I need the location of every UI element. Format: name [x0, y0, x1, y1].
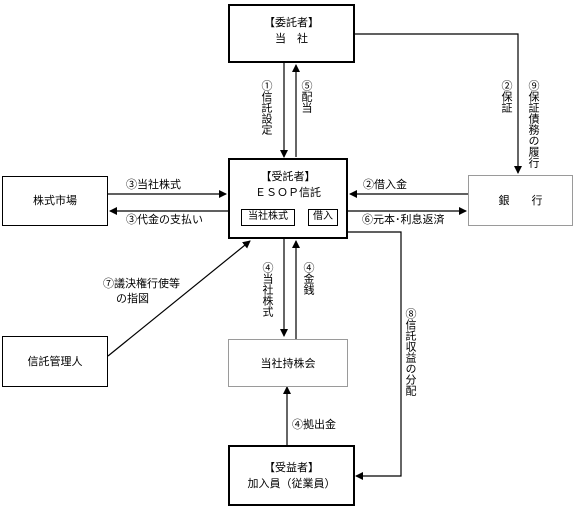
trustor-title: 【委託者】: [264, 16, 319, 29]
payment-label: ③代金の支払い: [126, 213, 203, 226]
arrow-profit-distribution: [348, 231, 402, 480]
beneficiary-title: 【受益者】: [264, 461, 319, 474]
bank-box: 銀 行: [468, 175, 573, 226]
market-shares-label: ③当社株式: [126, 178, 181, 191]
trust-manager-box: 信託管理人: [2, 336, 108, 387]
shares-to-assoc-label: ④当社株式: [261, 262, 274, 317]
stock-market-box: 株式市場: [2, 176, 108, 226]
trustee-name: ＥＳＯＰ信託: [255, 186, 321, 199]
trustee-title: 【受託者】: [260, 170, 316, 183]
arrow-voting-instruction: [107, 240, 251, 357]
guarantee-label: ②保証: [500, 80, 513, 113]
holding-association-box: 当社持株会: [228, 339, 348, 387]
trustor-box: 【委託者】 当 社: [228, 4, 355, 63]
trustor-name: 当 社: [275, 32, 308, 45]
beneficiary-box: 【受益者】 加入員（従業員）: [228, 445, 355, 506]
trustee-shares-tag: 当社株式: [241, 209, 295, 226]
beneficiary-name: 加入員（従業員）: [247, 477, 336, 490]
holding-association-label: 当社持株会: [260, 357, 316, 370]
money-to-trust-label: ④金銭: [302, 262, 315, 295]
voting-instruction-label-2: の指図: [116, 292, 149, 305]
arrow-guarantee: [355, 33, 522, 174]
loan-label: ②借入金: [363, 178, 407, 191]
trustee-box: 【受託者】 ＥＳＯＰ信託 当社株式 借入: [228, 158, 348, 239]
trustee-loan-tag: 借入: [308, 209, 338, 226]
repayment-label: ⑥元本･利息返済: [362, 213, 445, 226]
bank-label: 銀 行: [498, 194, 543, 207]
dividend-label: ⑤配当: [300, 80, 313, 113]
trust-manager-label: 信託管理人: [27, 355, 83, 368]
stock-market-label: 株式市場: [33, 194, 77, 207]
voting-instruction-label-1: ⑦議決権行使等: [103, 277, 180, 290]
guarantee-performance-label: ⑨保証債務の履行: [527, 80, 540, 168]
contribution-label: ④拠出金: [292, 418, 336, 431]
trust-setting-label: ①信託設定: [260, 80, 273, 135]
profit-distribution-label: ⑧信託収益の分配: [404, 308, 417, 396]
